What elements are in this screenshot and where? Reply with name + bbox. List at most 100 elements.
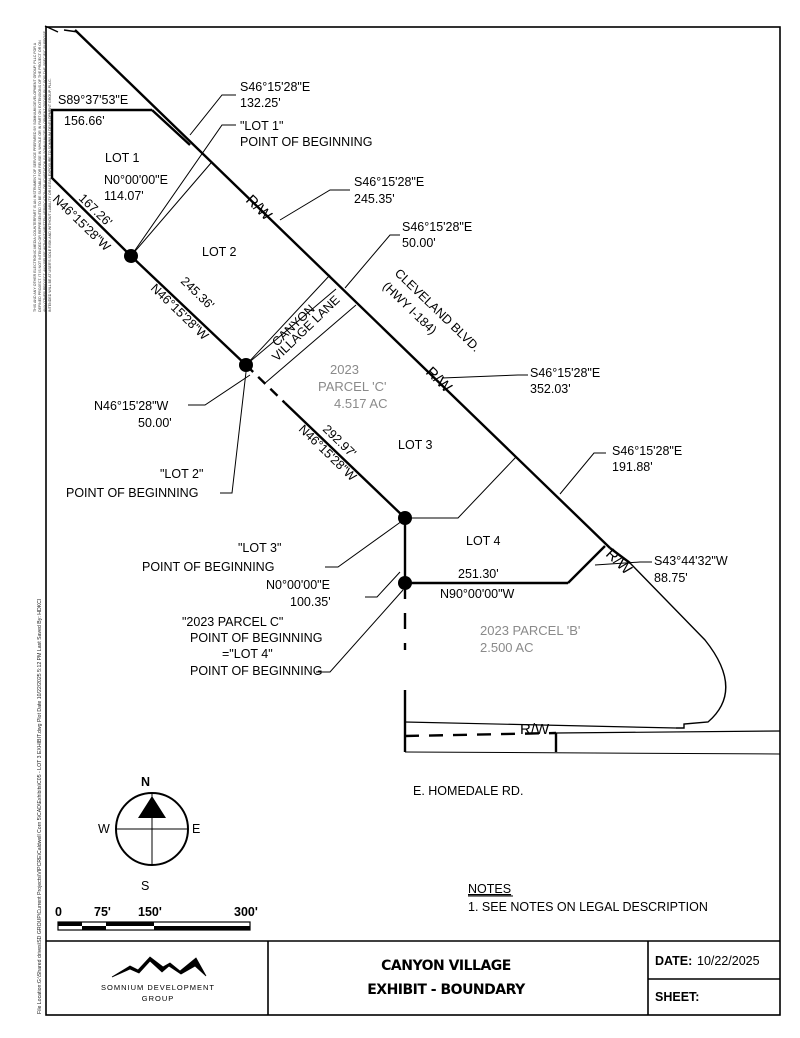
lot-labels: LOT 1 LOT 2 LOT 3 LOT 4	[105, 151, 501, 548]
parcel-c-name: PARCEL 'C'	[318, 379, 387, 394]
rw-label-homedale: R/W	[520, 721, 550, 738]
n0-bearing: N0°00'00"E	[104, 173, 168, 187]
scale-seg-4	[154, 926, 250, 930]
lane-north-line	[245, 288, 337, 366]
lot3-label: LOT 3	[398, 438, 433, 452]
s89-line	[151, 109, 191, 146]
disclaimer-block: THIS AND ANY OTHER ELECTRONIC MEDIA COUN…	[33, 30, 52, 312]
lot1-pob-line2: POINT OF BEGINNING	[240, 135, 372, 149]
leader-e	[559, 452, 606, 495]
d-distance: 352.03'	[530, 382, 571, 396]
parcel-b-area: 2.500 AC	[480, 640, 534, 655]
scale-label-75: 75'	[94, 905, 111, 919]
rw-label-mid: R/W	[422, 364, 455, 397]
project-title: CANYON VILLAGE	[381, 958, 511, 974]
north-tick-2	[63, 29, 79, 33]
lot2-pob-line2: POINT OF BEGINNING	[66, 486, 198, 500]
compass-e: E	[192, 822, 200, 836]
s43-bearing: S43°44'32"W	[654, 554, 728, 568]
leader-w50	[188, 374, 251, 406]
lot1-label: LOT 1	[105, 151, 140, 165]
scale-seg-2	[82, 926, 106, 930]
leader-lot2-pob	[220, 371, 247, 494]
sw-boundary-2	[245, 364, 286, 404]
exhibit-title: EXHIBIT - BOUNDARY	[367, 982, 526, 998]
homedale-centerline	[404, 751, 781, 755]
file-location-text: File Location:G:\Shared drives\SD GROUP\…	[37, 599, 43, 1014]
s43-line	[567, 545, 606, 584]
lot2-lot-line	[245, 274, 331, 366]
sw-boundary-3	[284, 402, 406, 519]
lot1-lot2-line	[130, 162, 212, 257]
notes-item-1: 1. SEE NOTES ON LEGAL DESCRIPTION	[468, 900, 708, 914]
leader-b	[279, 189, 350, 221]
s43-distance: 88.75'	[654, 571, 688, 585]
n90-bearing: N90°00'00"W	[440, 587, 515, 601]
disclaimer-line-3: ANY OTHER PROJECT. ANY REUSE WITHOUT WRI…	[43, 30, 47, 312]
parcel-b-name: 2023 PARCEL 'B'	[480, 623, 580, 638]
disclaimer-line-4: INTENDED WILL BE AT USER'S SOLE RISK AND…	[48, 78, 52, 312]
c-bearing: S46°15'28"E	[402, 220, 472, 234]
homedale-row-upper	[404, 721, 677, 729]
w50-distance: 50.00'	[138, 416, 172, 430]
leader-lot3-pob	[325, 520, 403, 568]
leader-n0b	[365, 571, 401, 598]
disclaimer-line-2: DEFINED PROJECT. IT IS NOT INTENDED OR R…	[38, 40, 42, 312]
parcel-labels: 2023 PARCEL 'C' 4.517 AC 2023 PARCEL 'B'…	[318, 362, 580, 655]
lot4-pob-dot	[398, 576, 412, 590]
lot3-pob-line1: "LOT 3"	[238, 541, 281, 555]
leader-pc	[316, 589, 404, 673]
s89-bearing: S89°37'53"E	[58, 93, 128, 107]
pc-line4: POINT OF BEGINNING	[190, 664, 322, 678]
leader-d	[441, 374, 528, 379]
leader-a	[189, 94, 236, 136]
street-labels: CLEVELAND BLVD. (HWY I-184) CANYON VILLA…	[242, 192, 635, 798]
n0b-distance: 100.35'	[290, 595, 331, 609]
dist-251: 251.30'	[458, 567, 499, 581]
lot3-lot4-line	[405, 456, 517, 519]
parcel-c-year: 2023	[330, 362, 359, 377]
scale-bar: 0 75' 150' 300'	[55, 905, 258, 931]
company-name-1: SOMNIUM DEVELOPMENT	[101, 983, 215, 992]
scale-label-0: 0	[55, 905, 62, 919]
a-distance: 132.25'	[240, 96, 281, 110]
e-distance: 191.88'	[612, 460, 653, 474]
row-ne-continuation	[609, 547, 631, 564]
scale-seg-3	[106, 922, 154, 926]
company-logo-mark	[111, 956, 207, 978]
e-bearing: S46°15'28"E	[612, 444, 682, 458]
s89-distance: 156.66'	[64, 114, 105, 128]
b-distance: 245.35'	[354, 192, 395, 206]
lot1-pob-line1: "LOT 1"	[240, 119, 283, 133]
pc-line3: ="LOT 4"	[222, 647, 273, 661]
bearing-labels: S89°37'53"E 156.66' S46°15'28"E 132.25' …	[50, 80, 728, 678]
lane-south-line	[263, 304, 357, 385]
c-distance: 50.00'	[402, 236, 436, 250]
leader-s43	[594, 561, 652, 566]
notes-block: NOTES 1. SEE NOTES ON LEGAL DESCRIPTION	[468, 882, 708, 914]
company-name-2: GROUP	[142, 994, 175, 1003]
parcel-c-area: 4.517 AC	[334, 396, 388, 411]
leader-c	[344, 234, 400, 289]
pc-line1: "2023 PARCEL C"	[182, 615, 283, 629]
leader-lot1-pob	[130, 124, 236, 257]
leader-lines	[130, 94, 652, 673]
lot3-pob-line2: POINT OF BEGINNING	[142, 560, 274, 574]
lot2-pob-dot	[239, 358, 253, 372]
lot2-pob-line1: "LOT 2"	[160, 467, 203, 481]
scale-label-150: 150'	[138, 905, 162, 919]
w50-bearing: N46°15'28"W	[94, 399, 169, 413]
lot4-label: LOT 4	[466, 534, 501, 548]
homedale-row-lower-dash	[404, 731, 557, 738]
scale-seg-1	[58, 922, 82, 926]
lot1-boundary	[50, 108, 152, 257]
disclaimer-line-1: THIS AND ANY OTHER ELECTRONIC MEDIA COUN…	[33, 42, 37, 312]
rw-label-lower: R/W	[602, 546, 635, 579]
parcel-b-boundary	[629, 562, 727, 729]
compass-w: W	[98, 822, 110, 836]
north-arrow: N S E W	[98, 775, 200, 893]
homedale-row-main	[555, 730, 781, 734]
title-block: SOMNIUM DEVELOPMENT GROUP CANYON VILLAGE…	[46, 940, 780, 1015]
lot1-pob-dot	[124, 249, 138, 263]
